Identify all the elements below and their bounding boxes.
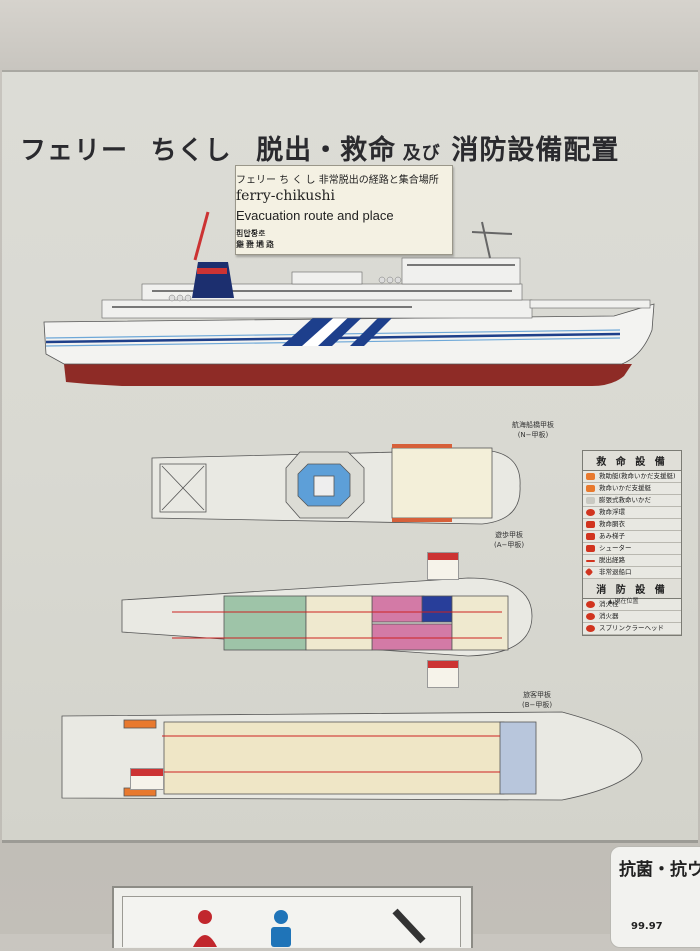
wall-background	[0, 0, 700, 70]
evacuation-label-card: フェリー ち く し 非常脱出の経路と集合場所 ferry-chikushi E…	[235, 165, 453, 255]
b-deck-label: 旅客甲板 (B−甲板)	[522, 690, 552, 710]
ship-windows	[112, 264, 515, 308]
ship-funnel-band	[197, 268, 227, 274]
title-name: ちくし	[150, 136, 232, 166]
n-deck-plan	[151, 447, 521, 525]
legend-item: 救命いかだ支援艇	[583, 483, 681, 495]
legend-swatch	[586, 497, 595, 504]
ship-hull-red	[64, 364, 632, 386]
legend-item: あみ梯子	[583, 531, 681, 543]
antibacterial-sticker: 抗菌・抗ウ 99.97	[610, 846, 700, 948]
legend-swatch	[586, 485, 595, 492]
title-main-2: 消防設備配置	[451, 135, 620, 166]
n-deck-label: 航海船橋甲板 (N−甲板)	[512, 420, 554, 440]
legend-swatch	[586, 560, 595, 562]
legend-item: 脱出経路	[583, 555, 681, 567]
ship-radar-mast	[481, 221, 491, 259]
label-card-japanese-place: 集合地点	[236, 240, 276, 249]
title-small: 及び	[402, 143, 441, 164]
ship-hull-graphic-2	[302, 312, 354, 346]
evacuation-notice: ​	[427, 552, 459, 580]
female-icon-body	[193, 935, 217, 947]
ship-deck-3	[291, 271, 363, 285]
sticker-text: 抗菌・抗ウ	[619, 860, 700, 880]
title-main-1: 脱出・救命	[256, 135, 397, 166]
legend-item: 非常退船口	[583, 567, 681, 579]
legend-item: スプリンクラーヘッド	[583, 623, 681, 635]
legend-swatch	[586, 521, 595, 528]
rescue-equipment-header: 救 命 設 備	[583, 451, 681, 471]
b-deck-label-code: (B−甲板)	[522, 701, 553, 709]
ship-bridge	[401, 257, 521, 285]
legend-item: 消火栓	[583, 599, 681, 611]
ship-deck-1	[101, 299, 533, 319]
restroom-sign-inner	[122, 896, 461, 947]
legend-item: 救命胴衣	[583, 519, 681, 531]
equipment-legend: 救 命 設 備 救助艇(救命いかだ支援艇) 救命いかだ支援艇 膨張式救命いかだ …	[582, 450, 682, 636]
legend-item: 救助艇(救命いかだ支援艇)	[583, 471, 681, 483]
legend-swatch	[586, 601, 595, 608]
ship-funnel-mast	[193, 211, 210, 261]
male-icon	[274, 910, 288, 924]
ship-bow-deck	[529, 299, 651, 309]
legend-swatch	[586, 613, 595, 620]
b-deck-routes	[162, 735, 500, 773]
current-position-label: ▲ 現在位置	[608, 598, 639, 605]
label-card-ship-name: ferry-chikushi	[236, 188, 336, 204]
evacuation-notice: ​	[427, 660, 459, 688]
ship-radar-bar	[471, 231, 513, 235]
legend-swatch	[584, 567, 594, 577]
a-deck-label: 遊歩甲板 (A−甲板)	[494, 530, 524, 550]
evacuation-board: フェリー ちくし 脱出・救命 及び 消防設備配置 フェリー ち く し 非常脱出…	[2, 70, 698, 843]
legend-item: 膨張式救命いかだ	[583, 495, 681, 507]
female-icon	[198, 910, 212, 924]
male-icon-body	[271, 927, 291, 947]
a-deck-plan	[121, 577, 533, 657]
ship-liferafts	[168, 276, 402, 302]
label-card-subtitle: Evacuation route and place	[236, 208, 394, 223]
a-deck-label-code: (A−甲板)	[494, 541, 525, 549]
evacuation-notice: ​	[130, 768, 164, 790]
legend-item: 救命浮環	[583, 507, 681, 519]
n-deck-label-code: (N−甲板)	[517, 431, 549, 439]
ship-funnel	[192, 262, 234, 298]
ship-diagram	[43, 211, 655, 801]
n-deck-rafts	[392, 444, 452, 522]
diagonal-bar-icon	[392, 908, 426, 944]
sticker-number: 99.97	[631, 921, 663, 932]
legend-swatch	[586, 473, 595, 480]
legend-swatch	[586, 625, 595, 632]
a-deck-routes	[172, 611, 502, 639]
legend-item: 消火器	[583, 611, 681, 623]
restroom-sign	[112, 886, 473, 948]
label-card-korean-place: 집합장소	[236, 229, 266, 238]
legend-swatch	[586, 509, 595, 516]
n-deck-label-jp: 航海船橋甲板	[512, 421, 554, 429]
a-deck-label-jp: 遊歩甲板	[495, 531, 524, 539]
fire-equipment-header: 消 防 設 備	[583, 579, 681, 599]
label-card-korean-route: 피난통로	[236, 229, 266, 238]
legend-swatch	[586, 533, 595, 540]
title-ferry: フェリー	[20, 136, 129, 166]
board-title: フェリー ちくし 脱出・救命 及び 消防設備配置	[20, 128, 619, 167]
legend-item: シューター	[583, 543, 681, 555]
legend-swatch	[586, 545, 595, 552]
label-card-japanese: フェリー ち く し 非常脱出の経路と集合場所	[236, 175, 439, 186]
label-card-japanese-route: 避難通路	[236, 240, 276, 249]
b-deck-plan	[61, 711, 643, 801]
restroom-icons	[193, 908, 426, 947]
b-deck-label-jp: 旅客甲板	[523, 691, 552, 699]
